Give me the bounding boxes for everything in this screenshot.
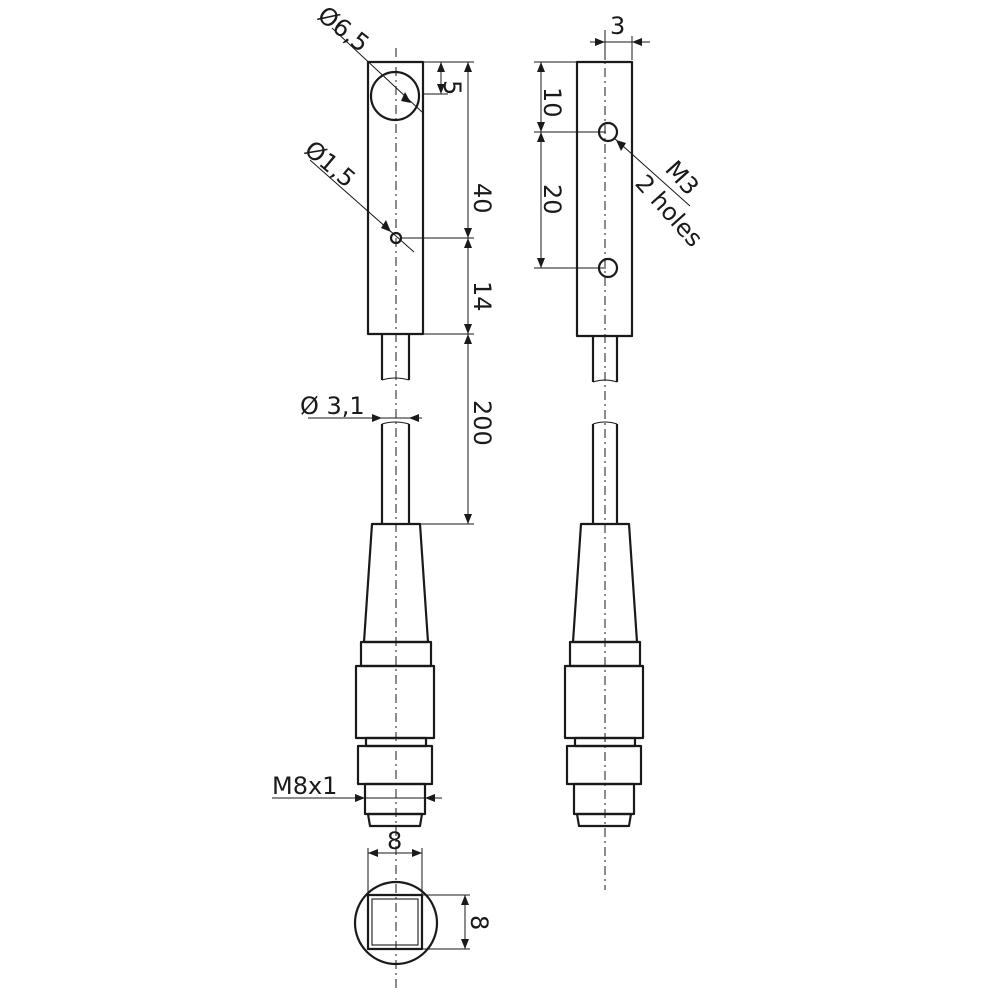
cable-front-upper: [380, 334, 411, 381]
dim-label-200: 200: [468, 400, 496, 446]
cable-side-lower: [591, 421, 619, 524]
dim-label-dia-3-1: Ø 3,1: [300, 392, 365, 420]
sensor-body-front: [366, 60, 425, 336]
dim-label-dia-1-5: Ø1,5: [299, 135, 361, 193]
dim-label-dia-6-5: Ø6,5: [312, 1, 374, 58]
dim-label-8-width: 8: [387, 827, 402, 855]
mounting-hole-large: [369, 70, 421, 122]
cable-front-lower: [380, 421, 411, 524]
connector-front: [354, 522, 436, 828]
dim-label-10: 10: [538, 87, 566, 118]
dim-label-14: 14: [468, 281, 496, 312]
dim-label-3: 3: [610, 12, 625, 40]
side-view: [563, 30, 645, 890]
sensor-body-side: [575, 60, 634, 338]
front-view: [353, 48, 439, 990]
dim-label-5: 5: [438, 80, 466, 95]
dim-label-40: 40: [468, 183, 496, 214]
connector-end-view: [353, 880, 439, 966]
dim-label-thread: M8x1: [272, 772, 337, 800]
sensing-hole-small: [389, 231, 403, 245]
connector-side: [563, 522, 645, 828]
dimensions-front: Ø6,5 5 Ø1,5 40 14 Ø 3,1 200: [272, 1, 496, 950]
cable-side-upper: [591, 336, 619, 383]
dim-label-8-height: 8: [465, 915, 493, 930]
dim-label-20: 20: [538, 184, 566, 215]
dimensions-side: 3 10 20 M3 2 holes: [534, 12, 708, 269]
